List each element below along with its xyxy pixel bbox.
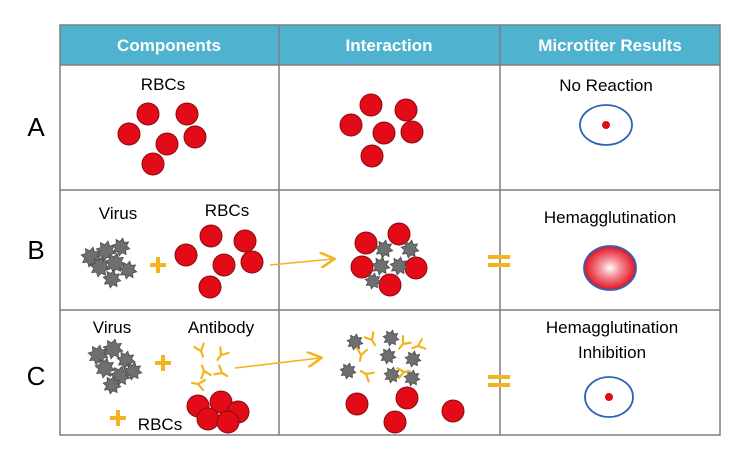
table-grid xyxy=(59,24,721,436)
table-header xyxy=(60,25,720,65)
antibody-icon xyxy=(200,364,212,380)
antibody-icon xyxy=(398,335,412,350)
row-a-component-rbcs xyxy=(117,102,207,176)
virus-icon xyxy=(382,329,400,347)
antibody-icon xyxy=(190,379,206,392)
antibody-icon xyxy=(359,369,375,383)
antibody-icon xyxy=(213,364,229,378)
antibody-icon xyxy=(193,342,205,358)
microtiter-well-icon xyxy=(583,245,637,291)
row-b-component-rbcs xyxy=(174,224,264,299)
virus-icon xyxy=(379,347,397,365)
antibody-icon xyxy=(216,346,230,362)
rbc-cell-icon xyxy=(196,407,220,431)
rbc-cell-icon xyxy=(117,122,141,146)
rbc-cell-icon xyxy=(387,222,411,246)
rbc-cell-icon xyxy=(216,410,240,434)
virus-icon xyxy=(374,239,394,259)
plus-icon xyxy=(155,355,171,371)
rbc-cell-icon xyxy=(199,224,223,248)
rbc-cell-icon xyxy=(372,121,396,145)
virus-icon xyxy=(89,256,111,278)
arrow-icon xyxy=(269,259,333,265)
virus-icon xyxy=(346,333,364,351)
row-c-virus-label: Virus xyxy=(93,318,131,337)
virus-icon xyxy=(123,361,143,381)
row-c-result-label-line2: Inhibition xyxy=(578,343,646,362)
row-a-result-label: No Reaction xyxy=(559,76,653,95)
rbc-cell-icon xyxy=(175,102,199,126)
virus-icon xyxy=(364,272,382,290)
row-c-interaction xyxy=(339,329,465,434)
rbc-cell-icon xyxy=(233,229,257,253)
row-c-virus-cluster xyxy=(87,338,143,395)
rbc-cell-icon xyxy=(136,102,160,126)
rbc-cell-icon xyxy=(141,152,165,176)
virus-icon xyxy=(94,357,116,379)
rbc-cell-icon xyxy=(359,93,383,117)
virus-icon xyxy=(102,269,122,289)
microtiter-well-icon xyxy=(584,376,634,418)
row-b-virus-label: Virus xyxy=(99,204,137,223)
rbc-cell-icon xyxy=(400,120,424,144)
rbc-cell-icon xyxy=(339,113,363,137)
virus-icon xyxy=(102,375,122,395)
rbc-cell-icon xyxy=(360,144,384,168)
equals-icon xyxy=(488,375,510,387)
antibody-icon xyxy=(411,338,427,350)
row-c-antibody-label: Antibody xyxy=(188,318,255,337)
row-b-virus-cluster xyxy=(80,237,138,289)
row-c-component-rbcs xyxy=(186,390,250,434)
rbc-cell-icon xyxy=(345,392,369,416)
virus-icon xyxy=(403,369,421,387)
plus-icon xyxy=(110,410,126,426)
antibody-icon xyxy=(363,331,377,347)
antibody-icon xyxy=(396,367,412,380)
row-label-b: B xyxy=(27,235,44,265)
virus-icon xyxy=(389,256,409,276)
virus-icon xyxy=(111,237,131,257)
virus-icon xyxy=(400,239,420,259)
rbc-cell-icon xyxy=(183,125,207,149)
antibody-icon xyxy=(356,347,369,363)
rbc-cell-icon xyxy=(395,386,419,410)
plus-icon xyxy=(150,257,166,273)
row-label-a: A xyxy=(27,112,45,142)
row-b-rbcs-label: RBCs xyxy=(205,201,249,220)
row-c-rbcs-label: RBCs xyxy=(138,415,182,434)
row-a-interaction-rbcs xyxy=(339,93,424,168)
row-b-interaction-cluster xyxy=(350,222,428,297)
rbc-cell-icon xyxy=(350,255,374,279)
rbc-cell-icon xyxy=(383,410,407,434)
arrow-icon xyxy=(234,358,320,369)
row-label-c: C xyxy=(27,361,46,391)
rbc-cell-icon xyxy=(378,273,402,297)
row-c-result-label-line1: Hemagglutination xyxy=(546,318,678,337)
rbc-cell-icon xyxy=(198,275,222,299)
row-b-result-label: Hemagglutination xyxy=(544,208,676,227)
virus-icon xyxy=(102,338,124,360)
microtiter-well-icon xyxy=(579,104,633,146)
row-a-rbcs-label: RBCs xyxy=(141,75,185,94)
rbc-cell-icon xyxy=(240,250,264,274)
header-components: Components xyxy=(117,36,221,55)
rbc-cell-icon xyxy=(394,98,418,122)
virus-icon xyxy=(339,362,357,380)
rbc-cell-icon xyxy=(212,253,236,277)
header-interaction: Interaction xyxy=(346,36,433,55)
rbc-cell-icon xyxy=(441,399,465,423)
virus-icon xyxy=(383,366,401,384)
rbc-cell-icon xyxy=(174,243,198,267)
rbc-cell-icon xyxy=(354,231,378,255)
equals-icon xyxy=(488,255,510,267)
row-c-antibodies xyxy=(190,342,230,392)
virus-icon xyxy=(404,350,422,368)
rbc-cell-icon xyxy=(155,132,179,156)
virus-icon xyxy=(118,260,138,280)
header-microtiter-results: Microtiter Results xyxy=(538,36,682,55)
virus-icon xyxy=(371,256,391,276)
